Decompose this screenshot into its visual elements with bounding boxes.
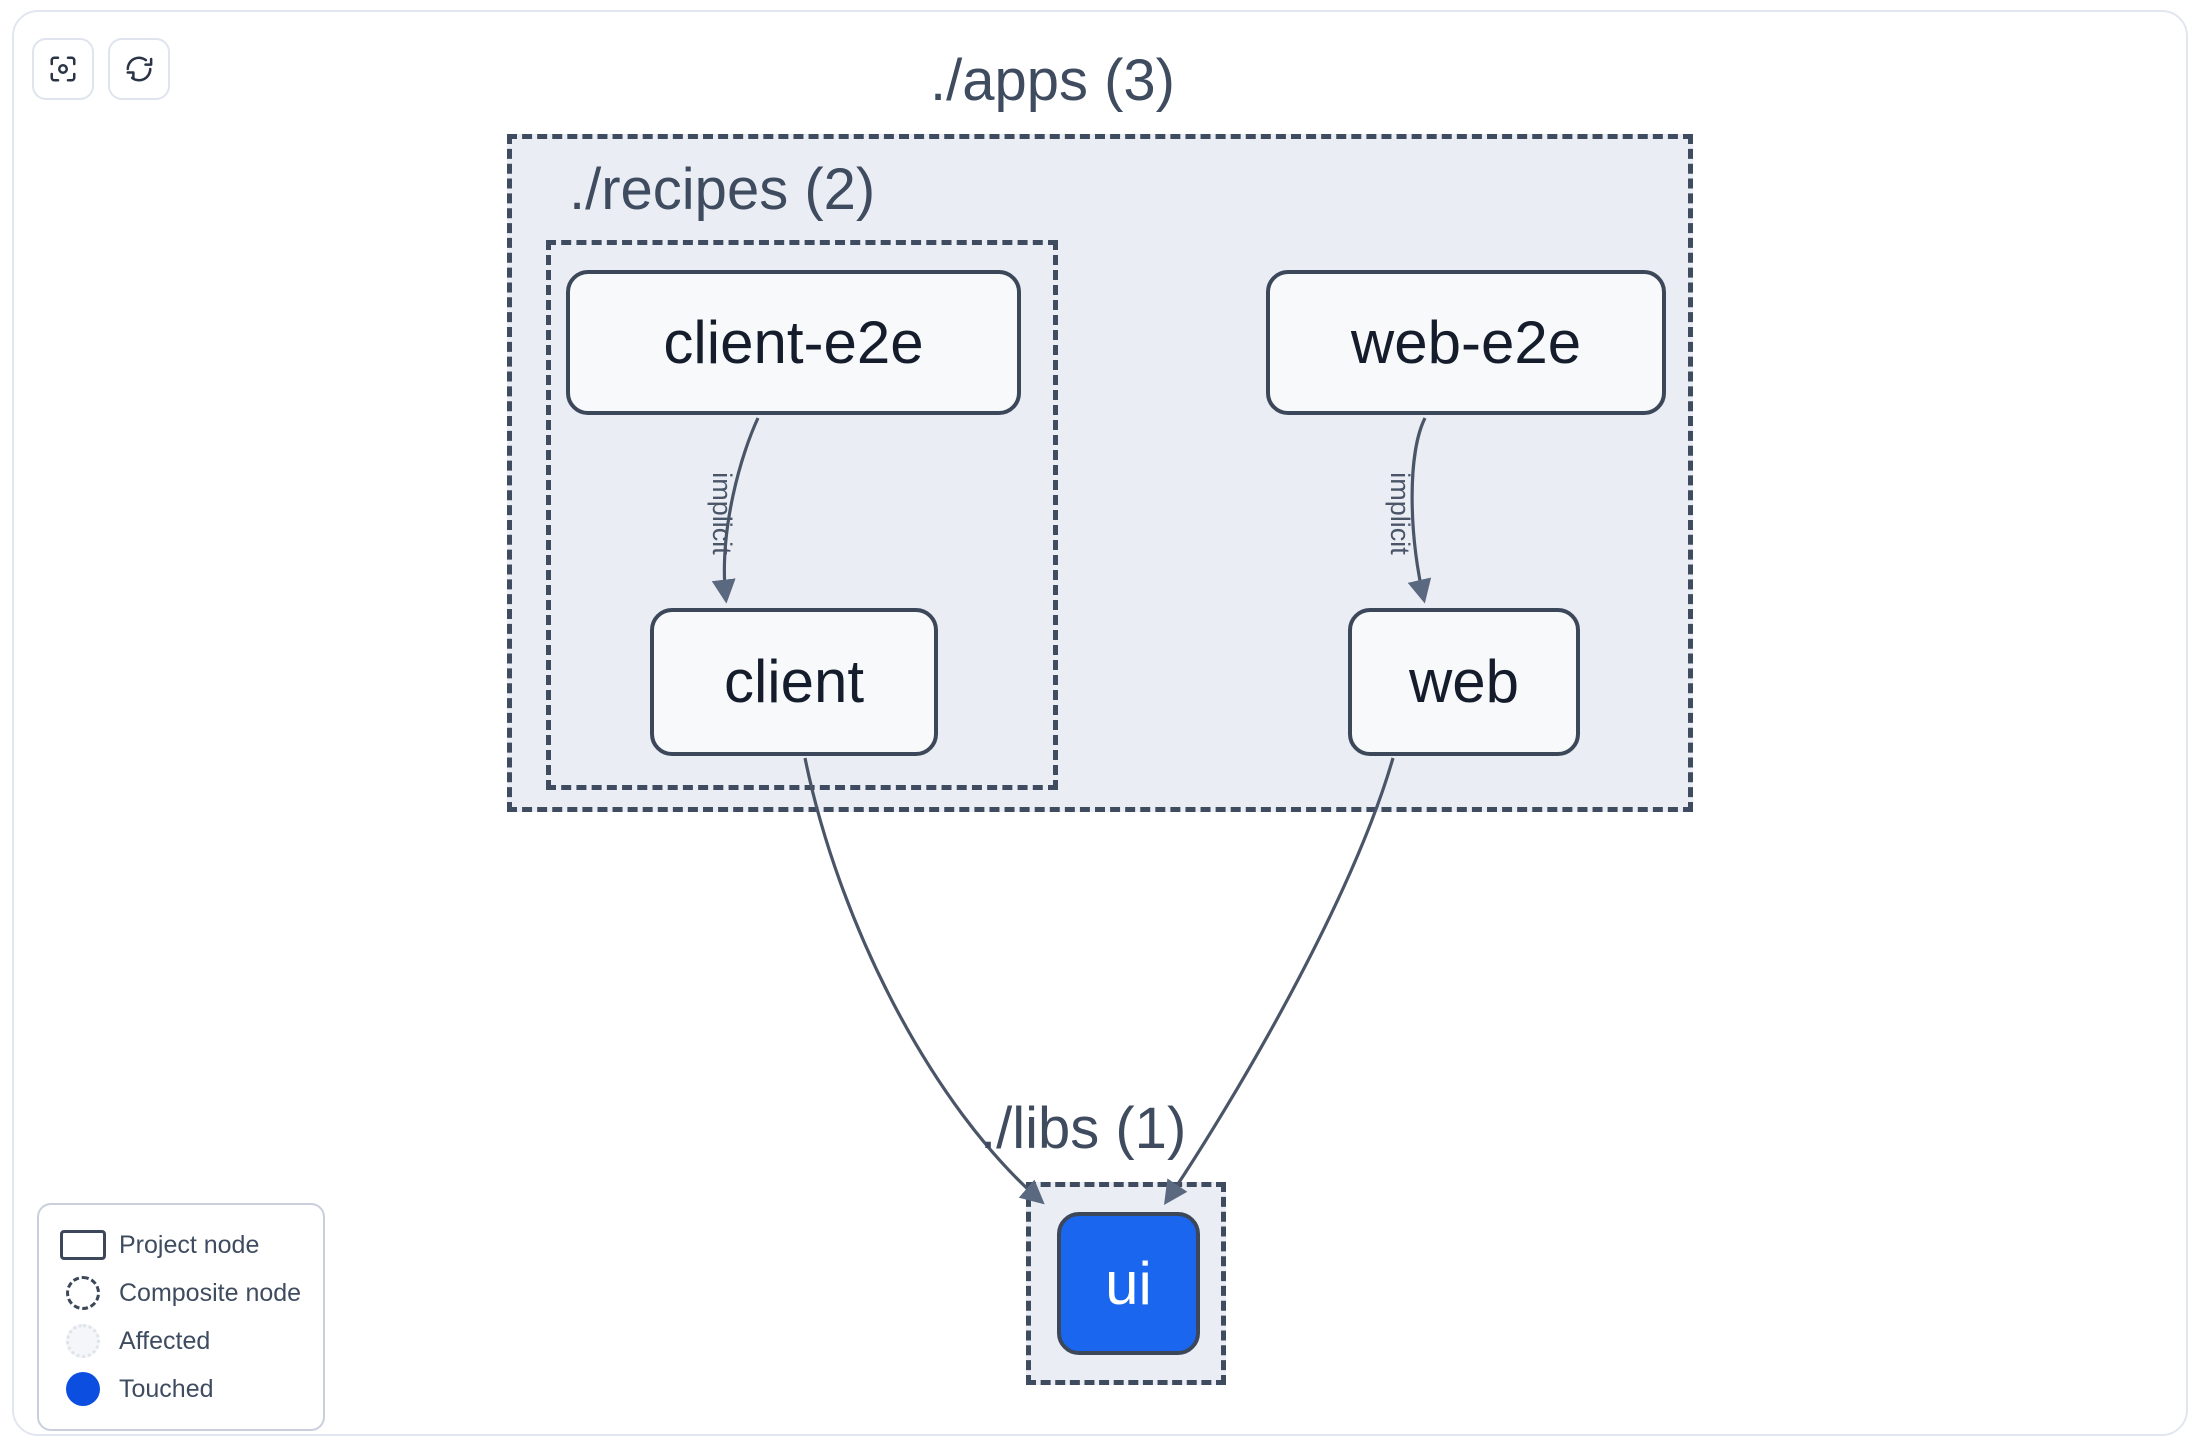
graph-toolbar — [32, 38, 170, 100]
node-client[interactable]: client — [650, 608, 938, 756]
project-node-swatch-icon — [57, 1230, 109, 1260]
group-recipes-label: ./recipes (2) — [569, 157, 876, 222]
legend-label-affected: Affected — [119, 1326, 211, 1355]
legend-label-touched: Touched — [119, 1374, 214, 1403]
legend-label-composite-node: Composite node — [119, 1278, 302, 1307]
graph-legend: Project node Composite node Affected Tou… — [37, 1203, 325, 1431]
composite-node-swatch-icon — [57, 1276, 109, 1310]
focus-target-icon — [48, 54, 78, 84]
node-client-e2e[interactable]: client-e2e — [566, 270, 1021, 415]
legend-item-project-node: Project node — [57, 1221, 305, 1269]
refresh-sync-icon — [124, 54, 154, 84]
affected-swatch-icon — [57, 1324, 109, 1358]
node-web[interactable]: web — [1348, 608, 1580, 756]
node-ui[interactable]: ui — [1057, 1212, 1200, 1355]
focus-graph-button[interactable] — [32, 38, 94, 100]
legend-item-affected: Affected — [57, 1317, 305, 1365]
node-web-e2e[interactable]: web-e2e — [1266, 270, 1666, 415]
edge-label-client-e2e-client: implicit — [706, 472, 737, 555]
refresh-graph-button[interactable] — [108, 38, 170, 100]
touched-swatch-icon — [57, 1372, 109, 1406]
group-apps-label: ./apps (3) — [930, 48, 1175, 113]
edge-web-to-ui — [1163, 757, 1395, 1205]
legend-item-touched: Touched — [57, 1365, 305, 1413]
legend-item-composite-node: Composite node — [57, 1269, 305, 1317]
edge-label-web-e2e-web: implicit — [1384, 472, 1415, 555]
legend-label-project-node: Project node — [119, 1230, 260, 1259]
group-libs-label: ./libs (1) — [980, 1096, 1187, 1161]
